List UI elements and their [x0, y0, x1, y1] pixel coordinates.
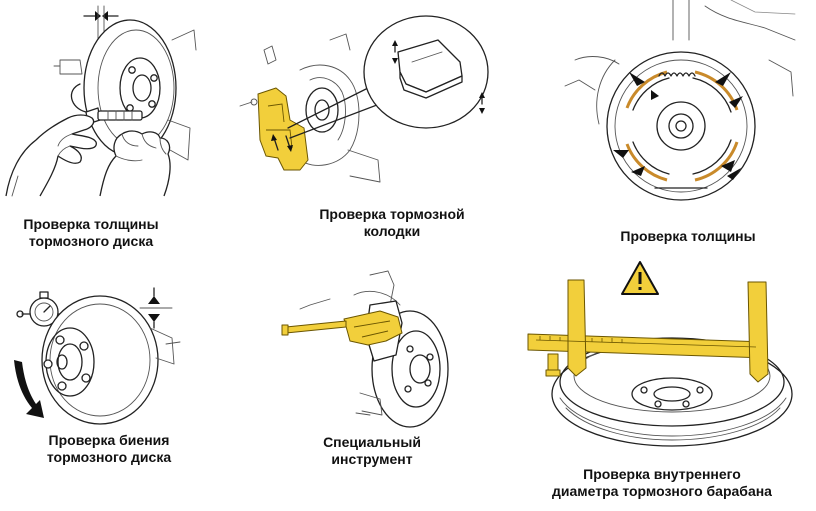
caption-line: Проверка биения [48, 432, 170, 448]
caption-line: колодки [363, 223, 421, 239]
thickness-arrow-icon [392, 40, 398, 46]
caption-special-tool: Специальный инструмент [302, 434, 442, 468]
caption-line: Проверка толщины [620, 228, 756, 244]
return-spring [658, 72, 696, 77]
caption-shoe-thickness: Проверка толщины [600, 228, 776, 245]
caption-disc-thickness: Проверка толщины тормозного диска [6, 216, 176, 250]
arrow-down-icon [148, 296, 160, 304]
special-tool [343, 310, 403, 346]
caption-line: Проверка внутреннего [583, 466, 741, 482]
disc-thickness-illustration [5, 5, 197, 197]
caption-line: инструмент [331, 451, 413, 467]
caption-disc-runout: Проверка биения тормозного диска [24, 432, 194, 466]
caption-line: тормозного диска [46, 449, 172, 465]
special-tool-illustration [281, 270, 449, 428]
caption-drum-diameter: Проверка внутреннего диаметра тормозного… [540, 466, 784, 500]
shoe-thickness-illustration [564, 0, 796, 201]
brake-disc [41, 295, 159, 425]
brake-caliper [257, 87, 309, 171]
caption-line: Специальный [323, 434, 421, 450]
caption-line: Проверка толщины [23, 216, 159, 232]
caption-brake-pad: Проверка тормозной колодки [302, 206, 482, 240]
caption-line: тормозного диска [28, 233, 154, 249]
drum-diameter-illustration [527, 261, 793, 447]
micrometer-thimble [97, 110, 143, 121]
caliper-jaw-left [567, 279, 587, 377]
caption-line: Проверка тормозной [319, 206, 465, 222]
measure-arrow-icon [629, 72, 645, 86]
caption-line: диаметра тормозного барабана [552, 483, 772, 499]
brake-pad-illustration [239, 15, 489, 183]
tool-handle [285, 320, 347, 334]
left-hand [5, 114, 97, 197]
rotation-arrow-icon [14, 360, 44, 418]
disc-runout-illustration [14, 287, 181, 425]
caliper-jaw-right [747, 281, 769, 383]
hub [656, 101, 706, 151]
